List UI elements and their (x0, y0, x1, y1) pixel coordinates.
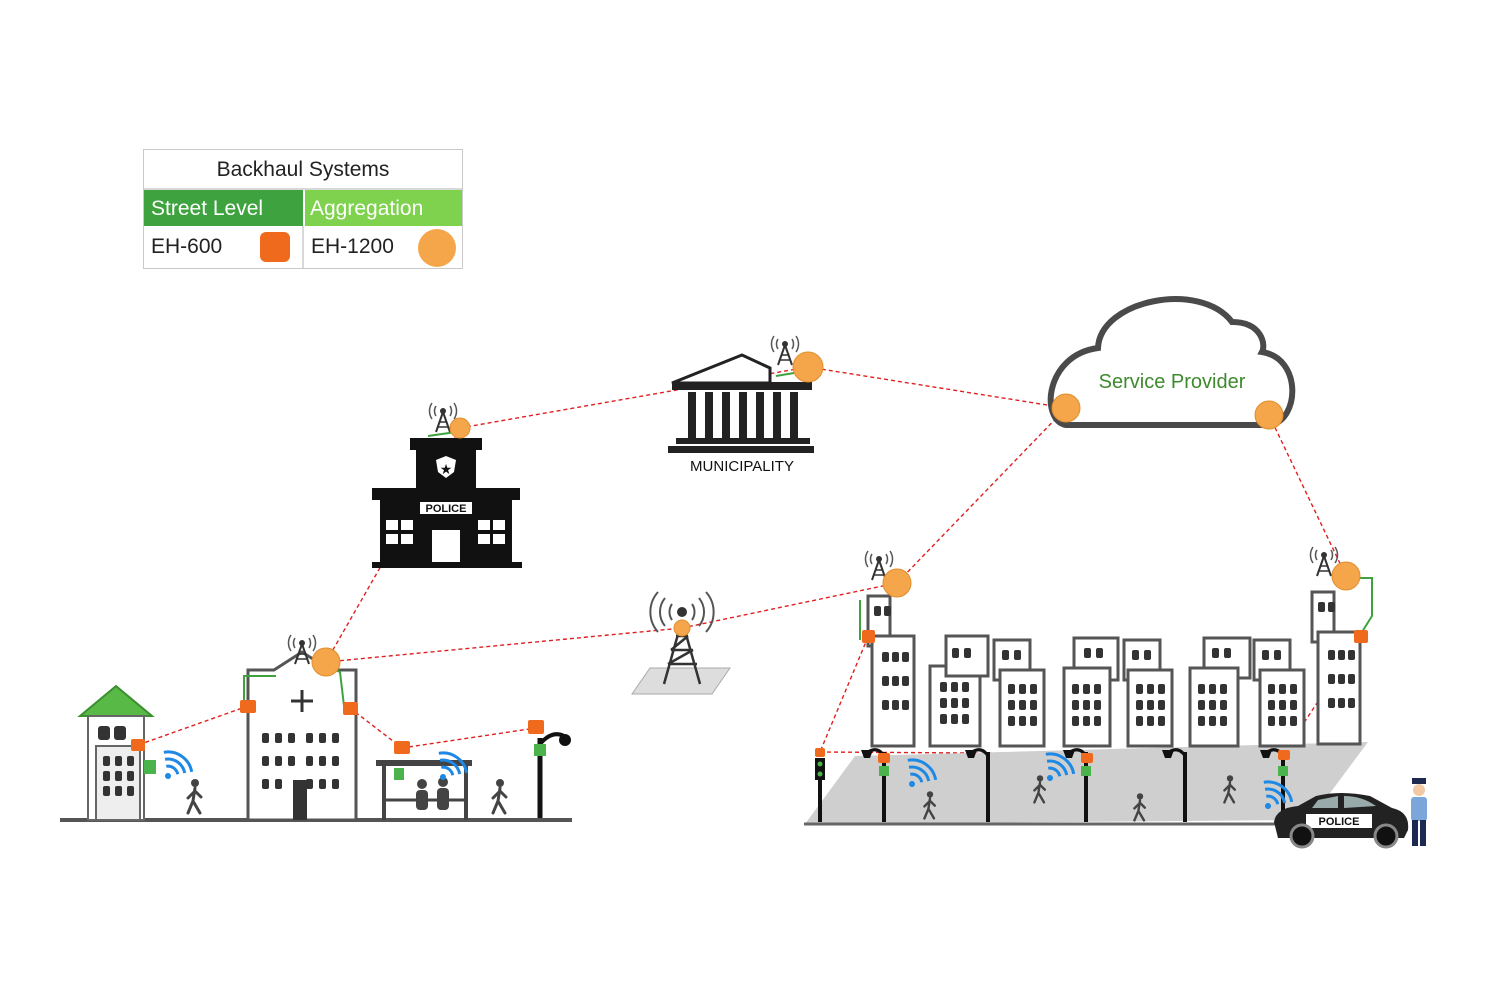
legend-title: Backhaul Systems (144, 150, 462, 190)
wifi-icon (150, 745, 198, 790)
cell-tower-icon (631, 591, 731, 695)
legend-eh600-cell: EH-600 (144, 226, 304, 268)
eh600-square-icon (260, 232, 290, 262)
legend-eh1200-label: EH-1200 (311, 235, 394, 258)
house-icon (77, 684, 156, 821)
police-officer-icon (1411, 778, 1427, 846)
police-car-icon: POLICE (1274, 793, 1409, 849)
pedestrian-icon (186, 777, 203, 815)
eh1200-circle-icon (418, 229, 456, 267)
eh600-units (131, 630, 1368, 763)
backhaul-legend: Backhaul Systems Street Level Aggregatio… (143, 149, 463, 269)
legend-eh1200-cell: EH-1200 (304, 226, 462, 268)
police-station-sign: POLICE (426, 503, 467, 515)
service-provider-label: Service Provider (1099, 371, 1246, 393)
eh1200-units (311, 351, 1361, 677)
police-car-sign: POLICE (1319, 816, 1360, 828)
legend-street-level-header: Street Level (144, 190, 305, 226)
svg-text:★: ★ (440, 462, 453, 478)
hospital-icon (243, 634, 358, 822)
pedestrian-icon (491, 777, 508, 815)
bus-stop-icon (376, 760, 472, 820)
municipality-label: MUNICIPALITY (690, 458, 794, 475)
legend-aggregation-header: Aggregation (305, 190, 462, 226)
traffic-light-icon (815, 758, 825, 822)
police-station-icon: ★ POLICE (372, 402, 522, 568)
cloud-icon: Service Provider (1047, 296, 1296, 428)
legend-eh600-label: EH-600 (151, 235, 223, 258)
municipality-icon: MUNICIPALITY (668, 335, 814, 475)
street-lamp-icon (534, 732, 571, 818)
